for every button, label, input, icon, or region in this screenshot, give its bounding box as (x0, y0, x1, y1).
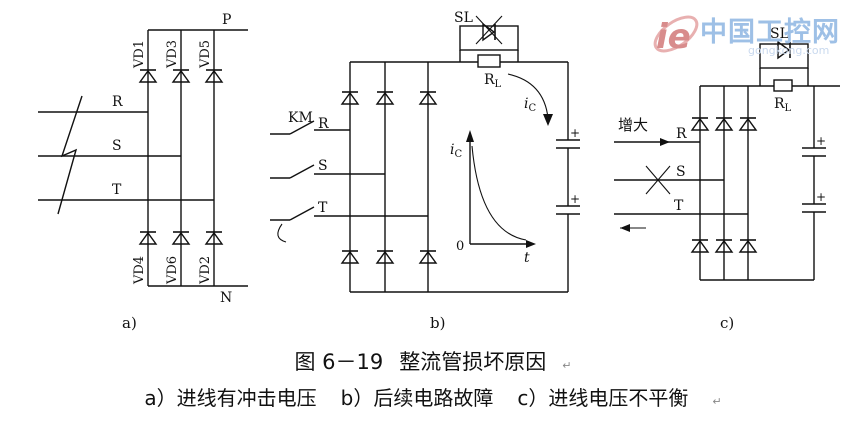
rail-label-p: P (222, 12, 231, 28)
phase-label: R (318, 116, 329, 132)
phase-label: T (112, 182, 122, 198)
phase-label: R (112, 94, 123, 110)
panel-label-b: b) (430, 314, 445, 332)
figure-number: 图 6－19 (294, 350, 384, 374)
panel-b: + + KM R S T SL RL iC iC 0 t b) (270, 10, 580, 332)
panel-label-c: c) (720, 314, 734, 332)
watermark-url: gongkong.com (748, 44, 830, 57)
current-label: iC (524, 96, 536, 114)
pilcrow-mark: ↵ (712, 395, 722, 408)
surge-bolt-icon (57, 95, 83, 215)
phase-label: S (676, 164, 686, 180)
resistor-label: RL (484, 72, 502, 90)
phase-label: S (112, 138, 122, 154)
plus-sign: + (570, 126, 580, 140)
panel-c: + + 增大 R S T SL RL c) (614, 26, 840, 332)
switch-actuator-icon (277, 223, 287, 243)
subfigure-captions: a）进线有冲击电压 b）后续电路故障 c）进线电压不平衡 ↵ (0, 382, 866, 411)
phase-label: R (676, 126, 687, 142)
graph-x-label: t (524, 250, 530, 266)
pilcrow-mark: ↵ (562, 359, 572, 372)
svg-text:ie: ie (656, 17, 691, 57)
figure-title: 整流管损坏原因 (399, 350, 547, 374)
caption-c: c）进线电压不平衡 (517, 386, 689, 410)
diode-label: VD6 (165, 256, 180, 285)
rail-label-n: N (220, 290, 232, 306)
figure-caption: 图 6－19 整流管损坏原因 ↵ (0, 346, 866, 376)
diode-label: VD5 (198, 40, 213, 69)
diode-label: VD2 (198, 256, 213, 285)
phase-label: T (674, 198, 684, 214)
plus-sign: + (816, 190, 826, 204)
diode-label: VD3 (165, 40, 180, 69)
increase-label: 增大 (618, 116, 648, 134)
resistor-label: RL (774, 96, 792, 114)
caption-a: a）进线有冲击电压 (144, 386, 317, 410)
graph-origin-label: 0 (456, 239, 464, 254)
plus-sign: + (570, 192, 580, 206)
diode-label: VD4 (132, 256, 147, 285)
phase-label: S (318, 158, 328, 174)
panel-a: R S T VD1 VD3 VD5 VD4 VD6 VD2 P N a) (38, 12, 248, 332)
resistor-rl (477, 54, 501, 68)
diode-label: VD1 (132, 40, 147, 69)
watermark-text: 中国工控网 (700, 17, 840, 48)
relay-label: SL (454, 10, 473, 26)
plus-sign: + (816, 134, 826, 148)
panel-label-a: a) (122, 314, 137, 332)
resistor-rl (773, 79, 793, 92)
phase-label: T (318, 200, 328, 216)
caption-b: b）后续电路故障 (340, 386, 494, 410)
gongkong-logo-icon: ie (653, 15, 699, 57)
relay-label: SL (770, 26, 789, 42)
graph-y-label: iC (450, 142, 462, 160)
contactor-label: KM (288, 110, 313, 126)
decay-curve (471, 145, 527, 241)
